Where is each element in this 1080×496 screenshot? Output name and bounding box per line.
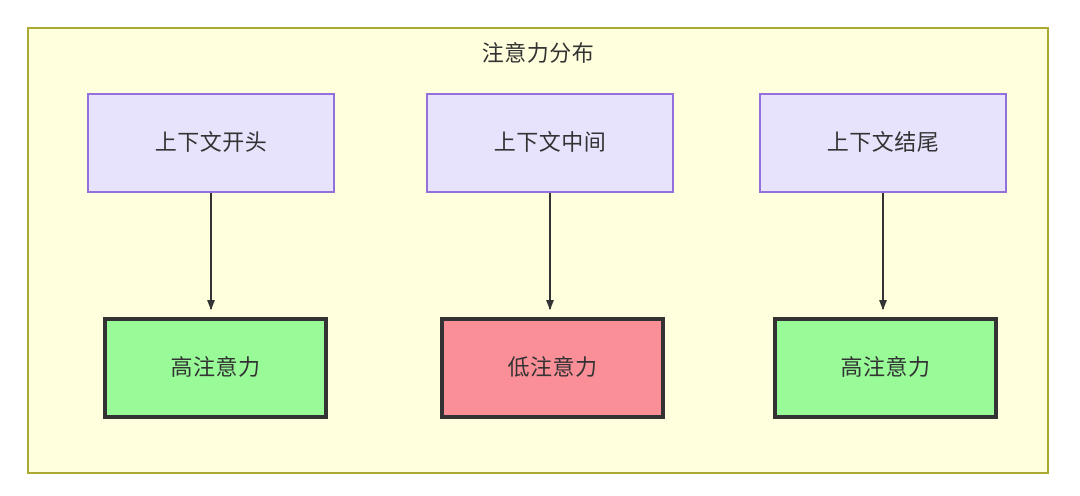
node-label: 高注意力: [840, 355, 931, 380]
node-label: 低注意力: [507, 355, 598, 380]
node-label: 上下文结尾: [826, 130, 940, 155]
node-context-end[interactable]: 上下文结尾: [759, 93, 1007, 193]
node-attention-high-end[interactable]: 高注意力: [773, 317, 998, 419]
node-label: 高注意力: [170, 355, 261, 380]
node-context-start[interactable]: 上下文开头: [87, 93, 335, 193]
node-label: 上下文中间: [493, 130, 607, 155]
node-attention-high-start[interactable]: 高注意力: [103, 317, 328, 419]
subgraph-title: 注意力分布: [481, 41, 595, 66]
node-attention-low-middle[interactable]: 低注意力: [440, 317, 665, 419]
node-label: 上下文开头: [154, 130, 268, 155]
node-context-middle[interactable]: 上下文中间: [426, 93, 674, 193]
